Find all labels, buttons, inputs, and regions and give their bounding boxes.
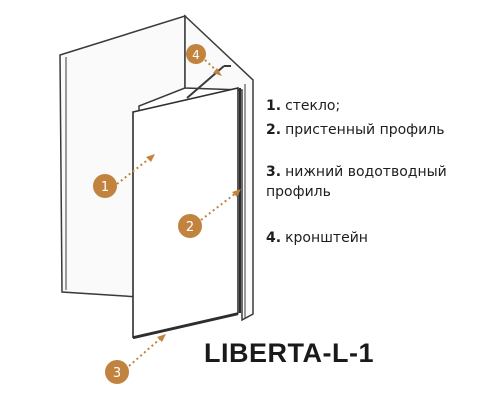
legend-item-bottom-profile: 3.нижний водотводный профиль [266,162,486,202]
leader-arrowheads [146,68,241,342]
legend-number: 1. [266,98,282,114]
legend-number: 2. [266,122,282,138]
callout-label: 2 [186,220,194,235]
legend-number: 3. [266,164,282,180]
callout-label: 1 [101,180,109,195]
model-name: LIBERTA-L-1 [204,338,374,368]
callout-label: 4 [192,48,200,62]
legend-item-wall-profile: 2.пристенный профиль [266,120,444,140]
callout-2: 2 [178,214,202,238]
legend-item-glass: 1.стекло; [266,96,340,116]
glass-panel [132,86,239,339]
legend-text: кронштейн [285,230,368,246]
callout-label: 3 [113,366,121,381]
callout-3: 3 [105,360,129,384]
bottom-drain-profile [132,312,239,340]
leader-lines [116,59,237,367]
legend-text: стекло; [285,98,341,114]
legend-item-bracket: 4.кронштейн [266,228,368,248]
callout-1: 1 [93,174,117,198]
legend-number: 4. [266,230,282,246]
legend-text: нижний водотводный профиль [266,164,447,200]
callout-4: 4 [186,44,206,64]
legend-text: пристенный профиль [285,122,445,138]
